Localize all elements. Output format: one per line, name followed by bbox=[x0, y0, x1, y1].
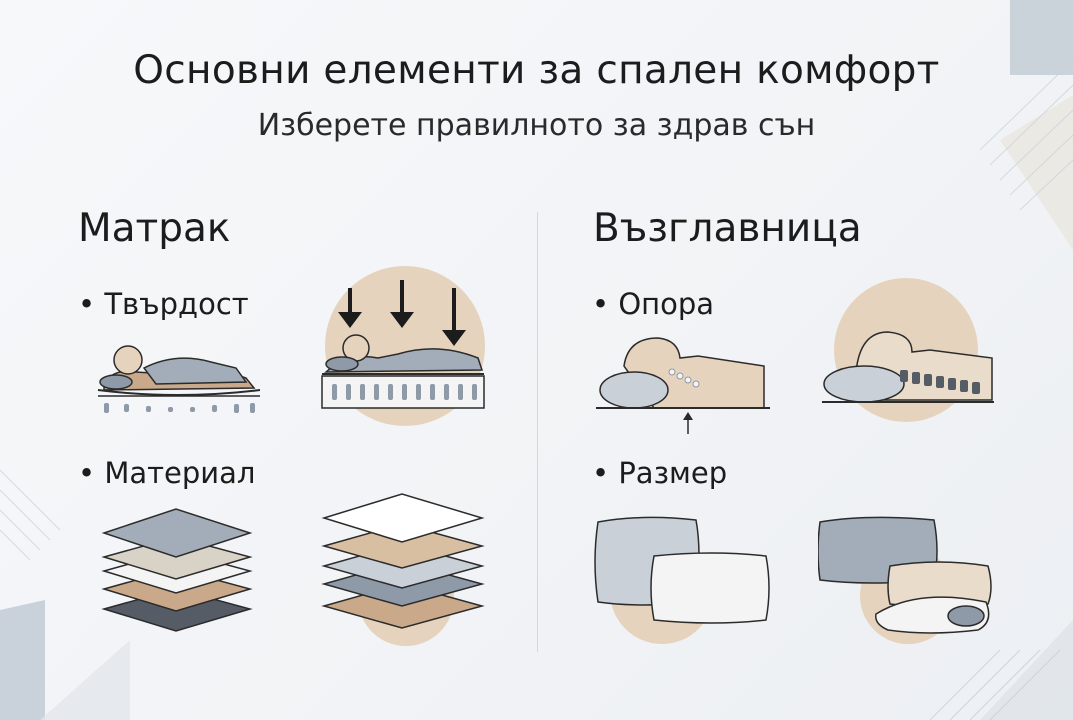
column-divider bbox=[537, 212, 538, 652]
bullet-firmness: • Твърдост bbox=[78, 287, 249, 321]
bullet-size: • Размер bbox=[592, 456, 728, 490]
firm-mattress-illustration bbox=[321, 266, 485, 426]
spine-alignment-illustration bbox=[822, 278, 994, 422]
pillow-sizes-illustration bbox=[594, 516, 770, 644]
mattress-heading: Матрак bbox=[78, 206, 231, 251]
bullet-material: • Материал bbox=[78, 456, 256, 490]
pillow-heading: Възглавница bbox=[593, 206, 862, 251]
pillow-types-illustration bbox=[818, 516, 992, 644]
neck-support-illustration bbox=[596, 337, 770, 434]
mattress-layers-illustration bbox=[101, 508, 253, 632]
soft-mattress-illustration bbox=[97, 345, 261, 413]
page-title: Основни елементи за спален комфорт bbox=[133, 48, 940, 93]
spring-mattress-layers-illustration bbox=[321, 493, 485, 646]
page-subtitle: Изберете правилното за здрав сън bbox=[257, 108, 816, 143]
bullet-support: • Опора bbox=[592, 287, 715, 321]
